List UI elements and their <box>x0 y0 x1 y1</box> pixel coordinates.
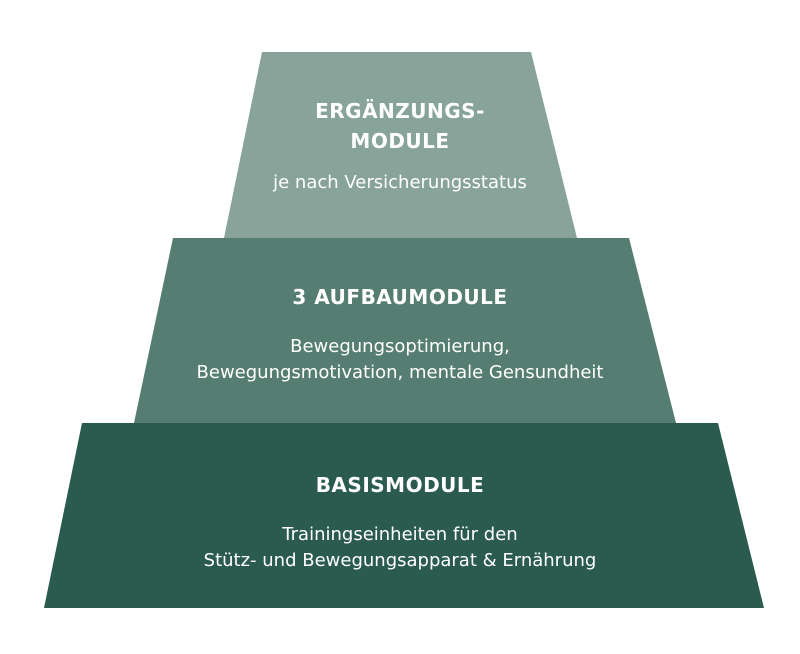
top-tier-shape <box>224 52 577 238</box>
top-tier-title-line2: MODULE <box>350 129 450 153</box>
middle-tier: 3 AUFBAUMODULE Bewegungsoptimierung, Bew… <box>0 282 800 386</box>
middle-tier-title: 3 AUFBAUMODULE <box>292 285 508 309</box>
base-tier-description-line1: Trainingseinheiten für den <box>282 524 518 545</box>
top-tier: ERGÄNZUNGS- MODULE je nach Versicherungs… <box>0 96 800 196</box>
middle-tier-shape <box>134 238 676 423</box>
base-tier-description-line2: Stütz- und Bewegungsapparat & Ernährung <box>203 550 597 571</box>
base-tier-title: BASISMODULE <box>315 473 485 497</box>
middle-tier-description-line2: Bewegungsmotivation, mentale Gensundheit <box>196 362 604 383</box>
middle-tier-description-line1: Bewegungsoptimierung, <box>290 336 510 357</box>
base-tier-shape <box>44 423 764 608</box>
base-tier: BASISMODULE Trainingseinheiten für den S… <box>0 470 800 574</box>
top-tier-title-line1: ERGÄNZUNGS- <box>315 99 485 123</box>
top-tier-description: je nach Versicherungsstatus <box>273 172 527 193</box>
